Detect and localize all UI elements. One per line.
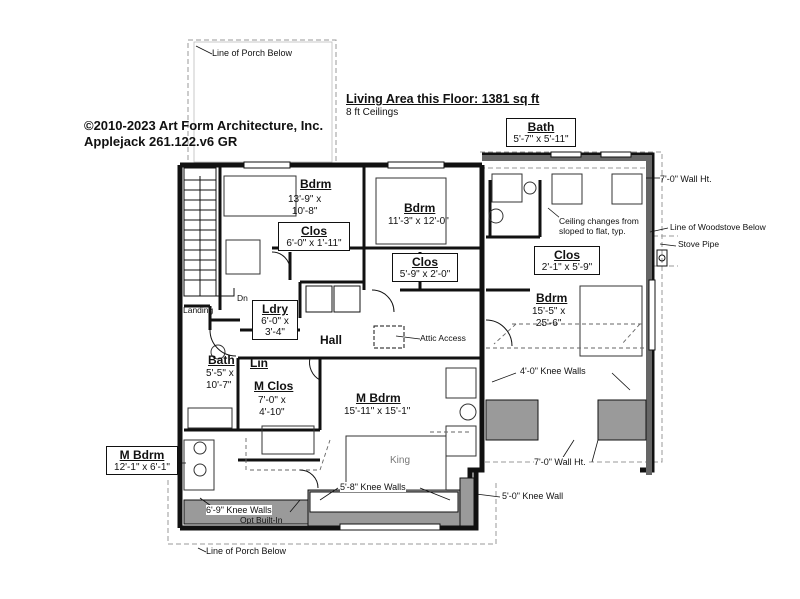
room-name-m-bdrm: M Bdrm bbox=[356, 391, 401, 405]
opt-built-in-note: Opt Built-In bbox=[240, 515, 283, 525]
room-dims-bdrm-nw: 13'-9" x 10'-8" bbox=[288, 194, 322, 217]
leader-lines bbox=[172, 45, 677, 553]
ceiling-change-note: Ceiling changes from sloped to flat, typ… bbox=[559, 216, 639, 237]
room-dims-ldry: 6'-0" x 3'-4" bbox=[261, 316, 289, 338]
room-box-ldry: Ldry 6'-0" x 3'-4" bbox=[252, 300, 298, 340]
porch-outline-bottom bbox=[167, 480, 497, 545]
attic-access-note: Attic Access bbox=[420, 333, 466, 343]
laundry-machines bbox=[305, 285, 361, 313]
roof-wall-top bbox=[482, 155, 652, 161]
stove-pipe bbox=[656, 249, 668, 267]
room-dims-bath-n: 5'-7" x 5'-11" bbox=[513, 134, 569, 145]
room-box-m-bdrm-side: M Bdrm 12'-1" x 6'-1" bbox=[106, 446, 178, 475]
knee-wall-note-58: 5'-8" Knee Walls bbox=[340, 482, 406, 493]
knee-wall-note-5: 5'-0" Knee Wall bbox=[502, 491, 564, 501]
plan-id: Applejack 261.122.v6 GR bbox=[84, 134, 238, 149]
room-dims-bdrm-e: 15'-5" x 25'-6" bbox=[532, 306, 566, 329]
room-dims-bdrm-n: 11'-3" x 12'-0" bbox=[388, 216, 449, 227]
room-name-bath-w: Bath bbox=[208, 353, 235, 367]
doors bbox=[209, 251, 513, 489]
woodstove-note: Line of Woodstove Below bbox=[670, 222, 766, 232]
landing-note: Landing bbox=[183, 305, 214, 315]
room-name-bdrm-e: Bdrm bbox=[536, 291, 568, 305]
room-dims-m-bdrm: 15'-11" x 15'-1" bbox=[344, 406, 411, 417]
ceiling-height-note: 8 ft Ceilings bbox=[346, 107, 399, 118]
living-area-title: Living Area this Floor: 1381 sq ft bbox=[346, 92, 540, 106]
room-name-hall: Hall bbox=[320, 333, 343, 347]
room-name-ldry: Ldry bbox=[261, 302, 288, 316]
room-dims-clos-nw: 6'-0" x 1'-11" bbox=[286, 238, 342, 249]
wall-height-note-bottom: 7'-0" Wall Ht. bbox=[534, 457, 586, 468]
room-name-lin: Lin bbox=[250, 356, 268, 370]
room-box-bath-n: Bath 5'-7" x 5'-11" bbox=[506, 118, 576, 147]
room-name-bdrm-n: Bdrm bbox=[404, 201, 436, 215]
room-name-bdrm-nw: Bdrm bbox=[300, 177, 332, 191]
room-dims-m-bdrm-side: 12'-1" x 6'-1" bbox=[114, 462, 170, 473]
stair-down-note: Dn bbox=[237, 293, 248, 303]
opt-built-in-zone bbox=[309, 491, 459, 513]
ceiling-lines bbox=[245, 323, 648, 471]
room-box-clos-e: Clos 2'-1" x 5'-9" bbox=[534, 246, 600, 275]
room-name-clos-n: Clos bbox=[411, 255, 438, 269]
staircase bbox=[183, 167, 235, 297]
room-dims-clos-n: 5'-9" x 2'-0" bbox=[399, 269, 451, 280]
room-name-clos-e: Clos bbox=[553, 248, 580, 262]
attic-access-hatch bbox=[373, 325, 405, 349]
room-dims-m-clos: 7'-0" x 4'-10" bbox=[258, 395, 286, 418]
porch-note-top: Line of Porch Below bbox=[212, 48, 293, 58]
room-name-clos-nw: Clos bbox=[300, 224, 327, 238]
room-name-m-clos: M Clos bbox=[254, 379, 294, 393]
room-box-clos-nw: Clos 6'-0" x 1'-11" bbox=[278, 222, 350, 251]
copyright-text: ©2010-2023 Art Form Architecture, Inc. bbox=[84, 118, 324, 133]
room-name-m-bdrm-side: M Bdrm bbox=[119, 448, 165, 462]
knee-wall-note-69: 6'-9" Knee Walls bbox=[206, 505, 272, 516]
room-name-bath-n: Bath bbox=[527, 120, 555, 134]
room-box-clos-n: Clos 5'-9" x 2'-0" bbox=[392, 253, 458, 282]
wall-height-note-top: 7'-0" Wall Ht. bbox=[660, 174, 712, 184]
room-dims-bath-w: 5'-5" x 10'-7" bbox=[206, 368, 234, 391]
bed-label-king: King bbox=[390, 455, 411, 466]
porch-note-bottom: Line of Porch Below bbox=[206, 546, 287, 556]
stove-pipe-note: Stove Pipe bbox=[678, 239, 720, 249]
windows bbox=[243, 151, 656, 531]
room-dims-clos-e: 2'-1" x 5'-9" bbox=[541, 262, 593, 273]
knee-wall-note-4: 4'-0" Knee Walls bbox=[520, 366, 586, 377]
